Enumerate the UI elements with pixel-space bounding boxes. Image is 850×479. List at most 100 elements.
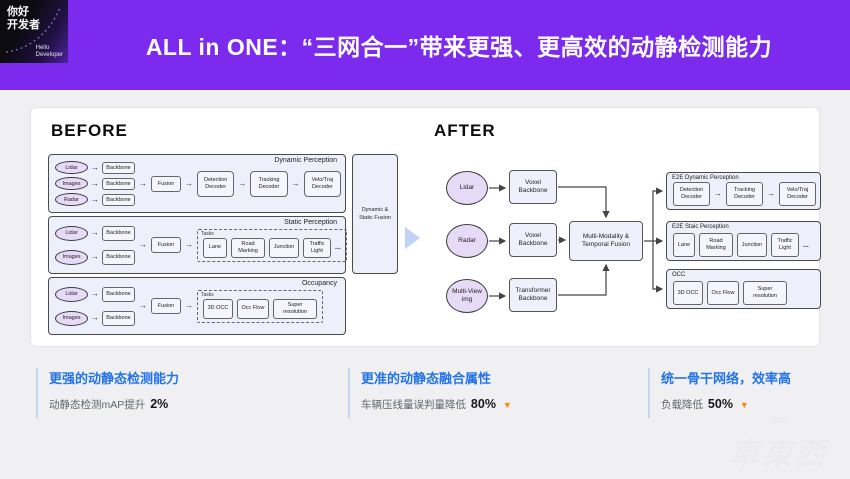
after-input-lidar: Lidar: [446, 171, 488, 205]
backbone-node: Backbone: [102, 249, 135, 265]
backbone-node: Backbone: [102, 161, 135, 174]
task-node: 3D OCC: [673, 281, 703, 305]
input-node: Images: [55, 310, 88, 326]
block-title: Static Perception: [284, 219, 337, 226]
highlight-text: 车辆压线量误判量降低 80% ▼: [361, 397, 512, 411]
arrow-right-icon: →: [91, 178, 99, 188]
before-after-arrow-icon: [405, 227, 420, 249]
backbone-node: Backbone: [102, 177, 135, 190]
arrow-right-icon: →: [91, 313, 99, 322]
highlight-value: 50%: [707, 397, 733, 411]
arrow-right-icon: →: [714, 189, 722, 198]
highlight-value: 2%: [150, 397, 169, 411]
fusion-node: Fusion: [151, 237, 181, 253]
input-node: Lidar: [55, 161, 88, 174]
input-node: Radar: [55, 193, 88, 206]
fusion-node: Fusion: [151, 175, 181, 192]
block-title: E2E Staic Perception: [672, 224, 729, 230]
backbone-node: Backbone: [102, 193, 135, 206]
decoder-node: Tracking Decoder: [250, 170, 288, 197]
highlight-text: 负载降低 50% ▼: [661, 397, 749, 411]
before-occupancy-block: Occupancy Lidar → Backbone Images → Back…: [48, 277, 346, 335]
task-node: Occ Flow: [707, 281, 739, 305]
after-fusion-node: Multi-Modality & Temporal Fusion: [569, 221, 643, 261]
highlight-detection: 更强的动静态检测能力 动静态检测mAP提升 2%: [36, 368, 316, 418]
header-banner: ALL in ONE：“三网合一”带来更强、更高效的动静检测能力: [0, 0, 850, 90]
task-node: Junction: [737, 233, 767, 257]
block-title: OCC: [672, 272, 686, 278]
slide-title: ALL in ONE：“三网合一”带来更强、更高效的动静检测能力: [145, 34, 773, 60]
after-backbone-node: Voxel Backbone: [509, 223, 557, 257]
task-node: Traffic Light: [303, 237, 331, 258]
highlight-title: 统一骨干网络，效率高: [661, 371, 792, 386]
input-node: Images: [55, 249, 88, 265]
backbone-node: Backbone: [102, 225, 135, 241]
highlight-text: 动静态检测mAP提升 2%: [49, 397, 169, 411]
after-heading: AFTER: [434, 121, 496, 140]
arrow-right-icon: →: [291, 178, 300, 188]
task-node: Lane: [203, 237, 227, 258]
arrow-right-icon: →: [139, 240, 147, 249]
backbone-node: Backbone: [102, 310, 135, 326]
arrow-right-icon: →: [185, 178, 193, 188]
tasks-group: Tasks Lane Road Marking Junction Traffic…: [197, 228, 347, 262]
decoder-node: Detection Decoder: [197, 170, 235, 197]
task-node: Traffic Light: [771, 233, 799, 257]
arrow-right-icon: →: [767, 189, 775, 198]
logo-text-en: Hello Developer: [35, 45, 63, 58]
before-static-perception-block: Static Perception Lidar → Backbone Image…: [48, 216, 347, 274]
arrow-right-icon: →: [139, 178, 147, 188]
watermark-arc-icon: [767, 416, 790, 424]
after-occ-block: OCC 3D OCC Occ Flow Super resolution: [666, 269, 821, 309]
highlight-title: 更准的动静态融合属性: [361, 371, 492, 386]
after-input-multiview: Multi-View img: [446, 279, 488, 313]
highlight-title: 更强的动静态检测能力: [49, 371, 180, 386]
task-node: Occ Flow: [237, 298, 269, 319]
arrow-right-icon: →: [91, 228, 99, 237]
after-input-radar: Radar: [446, 224, 488, 258]
arrow-right-icon: →: [91, 289, 99, 298]
task-node: Junction: [269, 237, 299, 258]
before-dynamic-perception-block: Dynamic Perception Lidar → Backbone Imag…: [48, 154, 346, 213]
arrow-right-icon: →: [91, 162, 99, 172]
decoder-node: Detection Decoder: [673, 182, 710, 206]
arrow-right-icon: →: [91, 194, 99, 204]
diagram-card: BEFORE AFTER Dynamic Perception Lidar → …: [30, 107, 821, 347]
tasks-label: Tasks: [201, 291, 214, 298]
dynamic-static-fusion-node: Dynamic & Static Fusion: [352, 154, 398, 274]
triangle-down-icon: ▼: [739, 400, 749, 410]
highlight-efficiency: 统一骨干网络，效率高 负载降低 50% ▼: [648, 368, 833, 418]
highlight-value: 80%: [470, 397, 496, 411]
arrow-right-icon: →: [91, 252, 99, 261]
ellipsis-icon: ...: [803, 241, 809, 249]
arrow-right-icon: →: [185, 301, 193, 310]
task-node: Lane: [673, 233, 695, 257]
decoder-node: Velo/Traj Decoder: [303, 170, 341, 197]
task-node: 3D OCC: [203, 298, 233, 319]
arrow-right-icon: →: [185, 240, 193, 249]
input-node: Images: [55, 177, 88, 190]
decoder-node: Tracking Decoder: [726, 182, 763, 206]
hello-developer-logo: 你好 开发者 Hello Developer: [0, 0, 68, 63]
task-node: Super resolution: [743, 281, 787, 305]
arrow-right-icon: →: [139, 301, 147, 310]
input-node: Lidar: [55, 225, 88, 241]
after-e2e-static-block: E2E Staic Perception Lane Road Marking J…: [666, 221, 821, 261]
arrow-right-icon: →: [238, 178, 247, 188]
block-title: E2E Dynamic Perception: [672, 175, 739, 181]
task-node: Road Marking: [699, 233, 733, 257]
watermark-logo: 車東西: [729, 411, 828, 473]
watermark-text: 車東西: [729, 438, 828, 471]
triangle-down-icon: ▼: [502, 400, 512, 410]
ellipsis-icon: ...: [335, 244, 341, 251]
block-title: Occupancy: [301, 280, 337, 287]
after-backbone-node: Transformer Backbone: [509, 278, 557, 312]
before-heading: BEFORE: [51, 121, 128, 140]
highlight-fusion: 更准的动静态融合属性 车辆压线量误判量降低 80% ▼: [348, 368, 628, 418]
input-node: Lidar: [55, 286, 88, 302]
after-backbone-node: Voxel Backbone: [509, 170, 557, 204]
after-e2e-dynamic-block: E2E Dynamic Perception Detection Decoder…: [666, 172, 821, 210]
backbone-node: Backbone: [102, 286, 135, 302]
tasks-label: Tasks: [201, 230, 214, 237]
